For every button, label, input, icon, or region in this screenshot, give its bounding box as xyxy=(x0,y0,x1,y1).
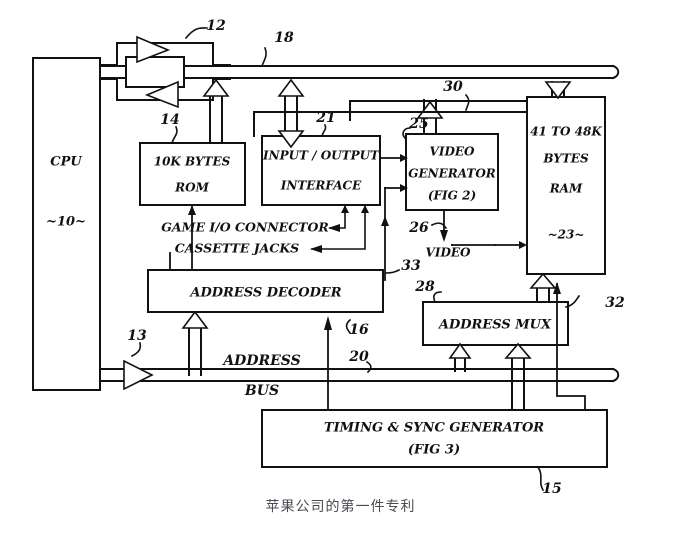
block-ram-line-0: 41 TO 48K xyxy=(530,125,602,139)
addrdec-to-video-link xyxy=(381,184,408,281)
ref-26: 26 xyxy=(408,220,429,236)
leader-18 xyxy=(260,46,267,68)
leader-20 xyxy=(365,360,372,374)
ref-13: 13 xyxy=(127,328,147,344)
block-videogen-line-2: (FIG 2) xyxy=(428,189,476,203)
bus-tap-ram xyxy=(544,81,572,100)
timing-to-decoder-line xyxy=(324,316,352,411)
bus-tap-decoder xyxy=(181,310,209,376)
block-timing-line-0: TIMING & SYNC GENERATOR xyxy=(324,421,544,436)
block-rom-line-1: ROM xyxy=(174,181,209,195)
leader-33 xyxy=(385,268,401,274)
leader-28 xyxy=(433,291,442,304)
block-cpu-line-0: CPU xyxy=(50,155,82,170)
ref-28: 28 xyxy=(414,279,435,295)
ref-18: 18 xyxy=(274,30,294,46)
ref-20: 20 xyxy=(348,349,369,365)
ref-21: 21 xyxy=(315,110,335,126)
io-to-video-link xyxy=(379,154,408,162)
ref-12: 12 xyxy=(206,18,226,34)
signal-bus-word: BUS xyxy=(244,383,279,399)
bus-tap-video xyxy=(416,99,444,135)
signal-game-io: GAME I/O CONNECTOR xyxy=(161,220,329,235)
timing-to-ram-line-32 xyxy=(553,282,586,411)
bus-tap-rom xyxy=(202,78,230,144)
block-rom-line-0: 10K BYTES xyxy=(154,155,231,169)
block-timing-line-1: (FIG 3) xyxy=(408,443,460,458)
block-addrmux-line-0: ADDRESS MUX xyxy=(437,318,552,333)
mux-to-ram-tap xyxy=(529,272,557,303)
block-ram-line-3: ~23~ xyxy=(548,228,585,242)
bus-tap-mux-right xyxy=(504,342,532,413)
leader-21 xyxy=(321,123,327,137)
figure-caption: 苹果公司的第一件专利 xyxy=(265,499,416,515)
address-buffer-13 xyxy=(99,342,154,391)
bus-tap-mux-left xyxy=(448,342,472,372)
signal-video-out: VIDEO xyxy=(426,246,471,260)
signal-address-word: ADDRESS xyxy=(221,353,300,369)
bus-tap-io xyxy=(277,78,305,149)
block-address-mux xyxy=(422,301,569,346)
data-bus-18 xyxy=(99,64,620,80)
ref-30: 30 xyxy=(443,79,463,95)
block-io-line-0: INPUT / OUTPUT xyxy=(262,149,380,163)
block-io-interface xyxy=(261,135,381,206)
block-videogen-line-0: VIDEO xyxy=(430,145,475,159)
game-io-connector-lines xyxy=(310,204,369,253)
block-ram-line-1: BYTES xyxy=(542,152,589,166)
block-addrdec-line-0: ADDRESS DECODER xyxy=(188,286,341,301)
video-output-26 xyxy=(430,209,448,242)
block-rom xyxy=(139,142,246,206)
signal-cassette-jacks: CASSETTE JACKS xyxy=(175,241,299,256)
bus-branch-30 xyxy=(253,93,528,137)
ref-33: 33 xyxy=(401,258,421,274)
ref-15: 15 xyxy=(542,481,561,497)
ref-16: 16 xyxy=(349,322,369,338)
ref-32: 32 xyxy=(605,295,625,311)
block-timing-sync-generator xyxy=(261,409,608,468)
address-bus-20 xyxy=(99,367,620,383)
block-io-line-1: INTERFACE xyxy=(280,179,362,193)
leader-14 xyxy=(171,125,178,144)
block-cpu-line-1: ~10~ xyxy=(46,215,86,230)
block-address-decoder xyxy=(147,269,384,313)
leader-15 xyxy=(536,465,545,492)
rom-to-decoder-arrow xyxy=(188,205,196,215)
block-videogen-line-1: GENERATOR xyxy=(408,167,496,181)
block-cpu xyxy=(32,57,101,391)
bidirectional-buffer-12 xyxy=(99,27,231,109)
block-ram xyxy=(526,96,606,275)
video-to-ram-link xyxy=(451,241,527,249)
leader-25 xyxy=(402,127,411,141)
ref-14: 14 xyxy=(160,112,179,128)
block-ram-line-2: RAM xyxy=(549,182,583,196)
block-video-generator xyxy=(405,133,499,211)
